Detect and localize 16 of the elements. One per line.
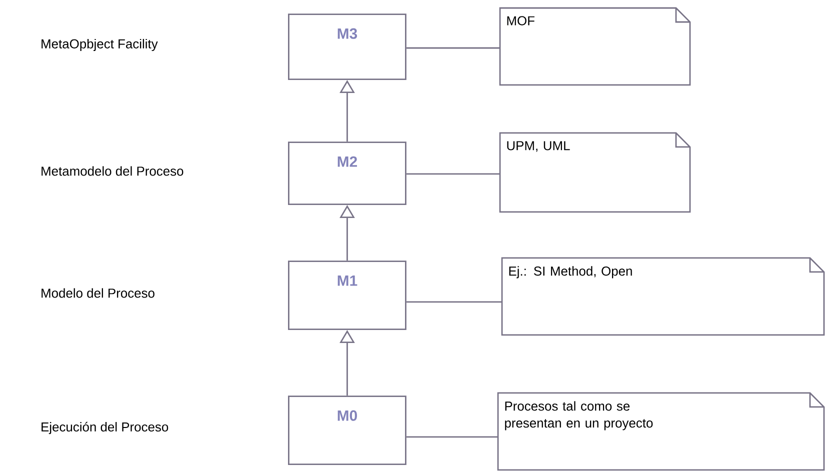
class-box: M2 [288,142,406,205]
connector [406,173,500,175]
note-box: Ej.: SI Method, Open [501,257,825,336]
class-box: M1 [288,260,406,330]
level-label: Modelo del Proceso [42,288,154,298]
class-box: M0 [288,396,406,465]
level-label: Metamodelo del Proceso [42,166,184,176]
connector [406,436,498,438]
level-label: MetaOpbject Facility [42,38,158,52]
note-box: Procesos tal como se presentan en un proyecto [497,392,825,471]
connector [406,301,502,303]
connector [406,47,500,49]
level-label: Ejecución del Proceso [42,422,168,434]
class-box: M3 [288,14,406,80]
note-box: MOF [499,7,691,86]
note-box: UPM, UML [499,132,691,213]
